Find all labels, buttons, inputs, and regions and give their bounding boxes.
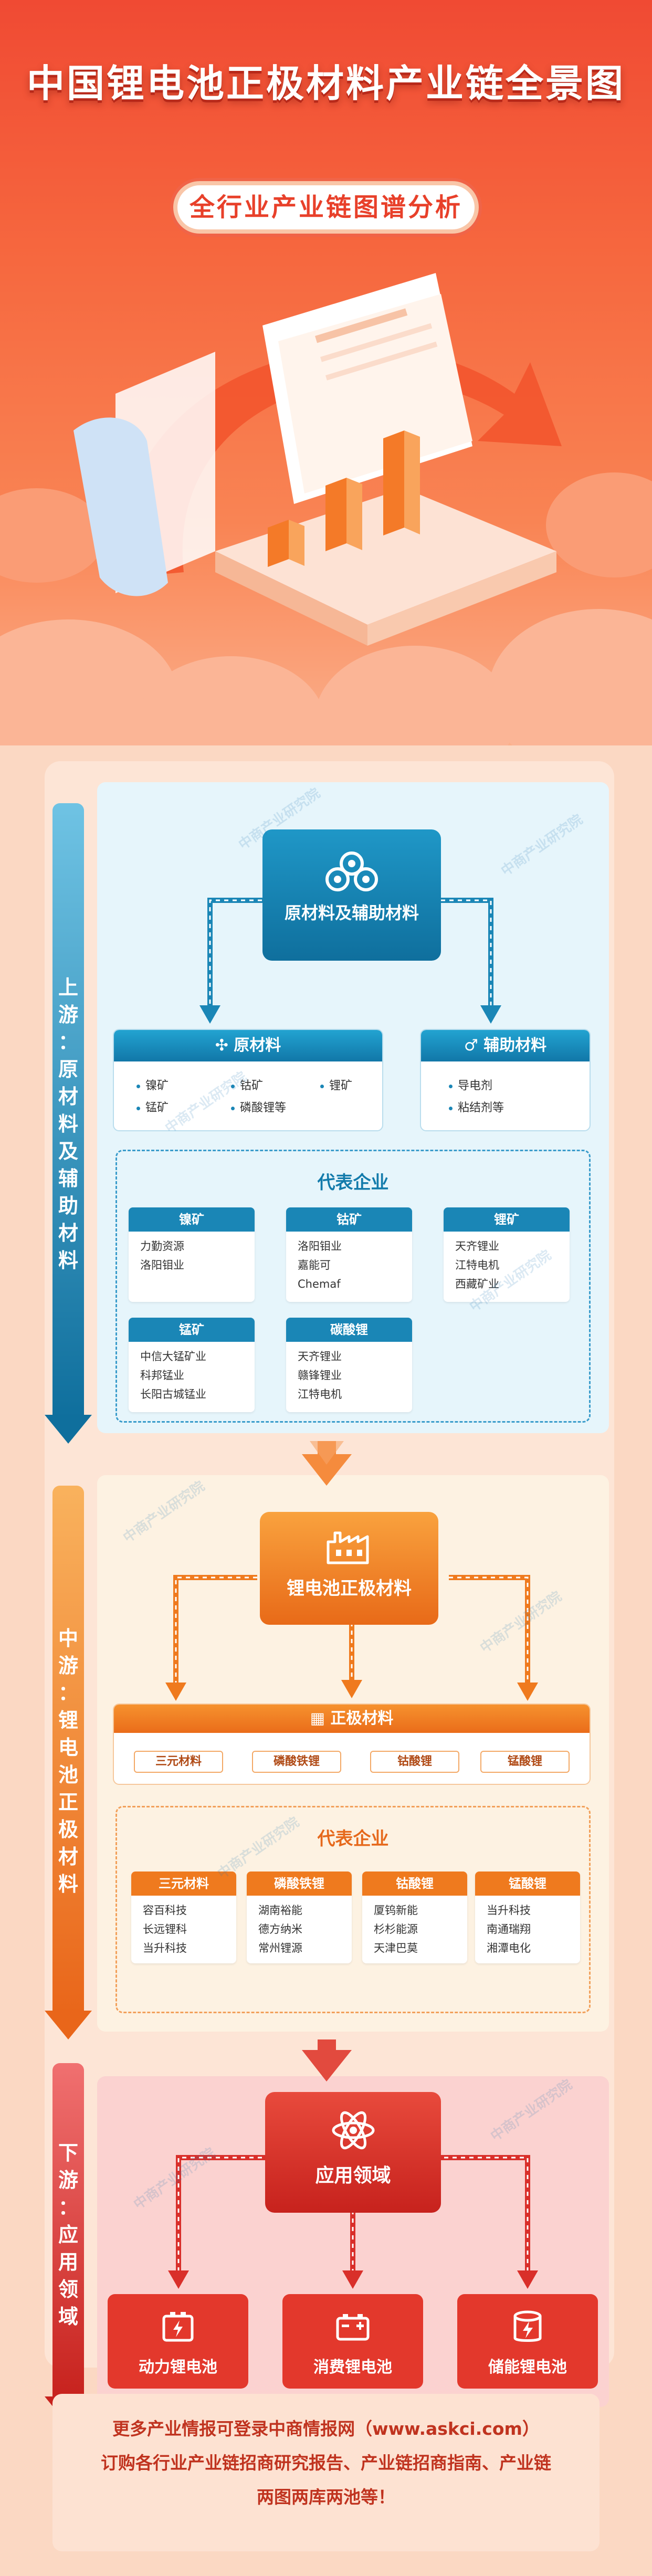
- storage-battery-icon: [513, 2310, 542, 2342]
- side-label-char: 游: [58, 2169, 78, 2192]
- aux-material-box: ♂ 辅助材料: [420, 1029, 591, 1131]
- side-label-char: 料: [58, 1249, 78, 1272]
- page-title: 中国锂电池正极材料产业链全景图: [26, 61, 625, 106]
- side-label-char: 材: [58, 1085, 78, 1108]
- company-card: 锰酸锂 当升科技南通瑞翔湘潭电化: [475, 1871, 580, 1963]
- cathode-material-header: ▦ 正极材料: [114, 1705, 590, 1733]
- downstream-hub-label: 应用领域: [315, 2165, 391, 2186]
- downstream-side-arrow: [52, 2063, 84, 2399]
- cathode-chip: 锰酸锂: [480, 1751, 570, 1773]
- atom-icon: [332, 2111, 374, 2150]
- company-card: 碳酸锂 天齐锂业赣锋锂业江特电机: [286, 1318, 412, 1412]
- side-label-char: 助: [58, 1194, 78, 1217]
- cathode-chip: 钴酸锂: [370, 1751, 459, 1773]
- side-label-char: 及: [58, 1140, 78, 1163]
- midstream-hub: 锂电池正极材料: [260, 1512, 438, 1625]
- company-card: 磷酸铁锂 湖南裕能德方纳米常州锂源: [247, 1871, 352, 1963]
- footer-box: [52, 2394, 600, 2551]
- side-label-char: 领: [58, 2278, 78, 2301]
- midstream-side-arrow: [52, 1486, 84, 2013]
- raw-item: 锰矿: [136, 1098, 169, 1115]
- side-label-char: 锂: [58, 1709, 78, 1732]
- midstream-arrow-head: [45, 2011, 92, 2039]
- upstream-hub-label: 原材料及辅助材料: [284, 903, 419, 923]
- side-label-char: 用: [58, 2251, 78, 2274]
- raw-material-rolls-icon: [325, 851, 378, 891]
- subtitle-badge: 全行业产业链图谱分析: [173, 181, 479, 234]
- app-card-consumer: 消费锂电池: [282, 2294, 423, 2389]
- consumer-battery-icon: [336, 2314, 370, 2341]
- midstream-hub-label: 锂电池正极材料: [287, 1578, 412, 1599]
- aux-item: 导电剂: [449, 1076, 492, 1093]
- cathode-chip: 磷酸铁锂: [252, 1751, 341, 1773]
- side-label-char: 下: [58, 2141, 78, 2164]
- raw-item: 钴矿: [231, 1076, 263, 1093]
- raw-item: 锂矿: [320, 1076, 352, 1093]
- side-label-char: 电: [58, 1736, 78, 1759]
- side-label-char: 游: [58, 1654, 78, 1677]
- side-label-char: 正: [58, 1791, 78, 1814]
- app-label: 动力锂电池: [139, 2358, 217, 2377]
- side-label-char: 域: [58, 2305, 78, 2328]
- app-label: 储能锂电池: [488, 2358, 567, 2377]
- company-card: 锰矿 中信大锰矿业科邦锰业长阳古城锰业: [129, 1318, 255, 1412]
- company-card: 锂矿 天齐锂业江特电机西藏矿业: [444, 1207, 570, 1302]
- raw-item: 镍矿: [136, 1076, 169, 1093]
- report-illustration: [73, 273, 562, 646]
- side-label-char: 极: [58, 1818, 78, 1841]
- aux-material-header: ♂ 辅助材料: [421, 1030, 590, 1061]
- side-label-char: 材: [58, 1222, 78, 1245]
- side-label-char: 游: [58, 1003, 78, 1026]
- atom-cluster-icon: ✣: [215, 1036, 234, 1055]
- cathode-chip: 三元材料: [134, 1751, 223, 1773]
- side-label-char: 料: [58, 1112, 78, 1135]
- midstream-companies-frame: [115, 1806, 591, 2013]
- side-label-char: 上: [58, 976, 78, 999]
- midstream-side-label: 中游 ： 锂电池正极材料: [52, 1625, 84, 1898]
- side-label-char: ：: [58, 1681, 78, 1705]
- app-label: 消费锂电池: [313, 2358, 392, 2377]
- app-card-storage: 储能锂电池: [457, 2294, 598, 2389]
- upstream-hub: 原材料及辅助材料: [262, 829, 441, 961]
- raw-material-header: ✣ 原材料: [114, 1030, 382, 1061]
- side-label-char: 料: [58, 1873, 78, 1896]
- flask-icon: ♂: [464, 1036, 484, 1055]
- side-label-char: 材: [58, 1845, 78, 1868]
- upstream-companies-frame: [115, 1150, 591, 1423]
- aux-item: 粘结剂等: [449, 1098, 504, 1115]
- footer-line-2: 订购各行业产业链招商研究报告、产业链招商指南、产业链: [101, 2453, 551, 2473]
- company-card: 三元材料 容百科技长远锂科当升科技: [131, 1871, 236, 1963]
- side-label-char: 辅: [58, 1167, 78, 1190]
- side-label-char: 池: [58, 1763, 78, 1786]
- side-label-char: 应: [58, 2223, 78, 2246]
- footer-line-1: 更多产业情报可登录中商情报网（www.askci.com）: [112, 2419, 540, 2439]
- raw-material-box: ✣ 原材料: [113, 1029, 383, 1131]
- upstream-side-arrow: [52, 803, 84, 1417]
- company-card: 钴酸锂 厦钨新能杉杉能源天津巴莫: [362, 1871, 467, 1963]
- upstream-arrow-head: [45, 1415, 92, 1444]
- side-label-char: 中: [58, 1627, 78, 1650]
- midstream-companies-title: 代表企业: [317, 1828, 389, 1849]
- factory-small-icon: ▦: [310, 1709, 331, 1728]
- downstream-side-label: 下游 ： 应用领域: [52, 2139, 84, 2330]
- upstream-side-label: 上游：原材料及辅助材料: [52, 974, 84, 1274]
- footer-line-3: 两图两库两池等！: [257, 2487, 395, 2507]
- factory-icon: [327, 1531, 369, 1564]
- app-card-power: 动力锂电池: [108, 2294, 248, 2389]
- side-label-char: 原: [58, 1058, 78, 1081]
- power-battery-icon: [162, 2312, 194, 2342]
- upstream-companies-title: 代表企业: [317, 1172, 389, 1193]
- raw-item: 磷酸锂等: [231, 1098, 286, 1115]
- hero-banner: 中国锂电池正极材料产业链全景图 全行业产业链图谱分析: [0, 0, 652, 745]
- company-card: 镍矿 力勤资源洛阳钼业: [129, 1207, 255, 1302]
- downstream-hub: 应用领域: [265, 2092, 441, 2213]
- side-label-char: ：: [58, 1031, 78, 1054]
- side-label-char: ：: [58, 2196, 78, 2219]
